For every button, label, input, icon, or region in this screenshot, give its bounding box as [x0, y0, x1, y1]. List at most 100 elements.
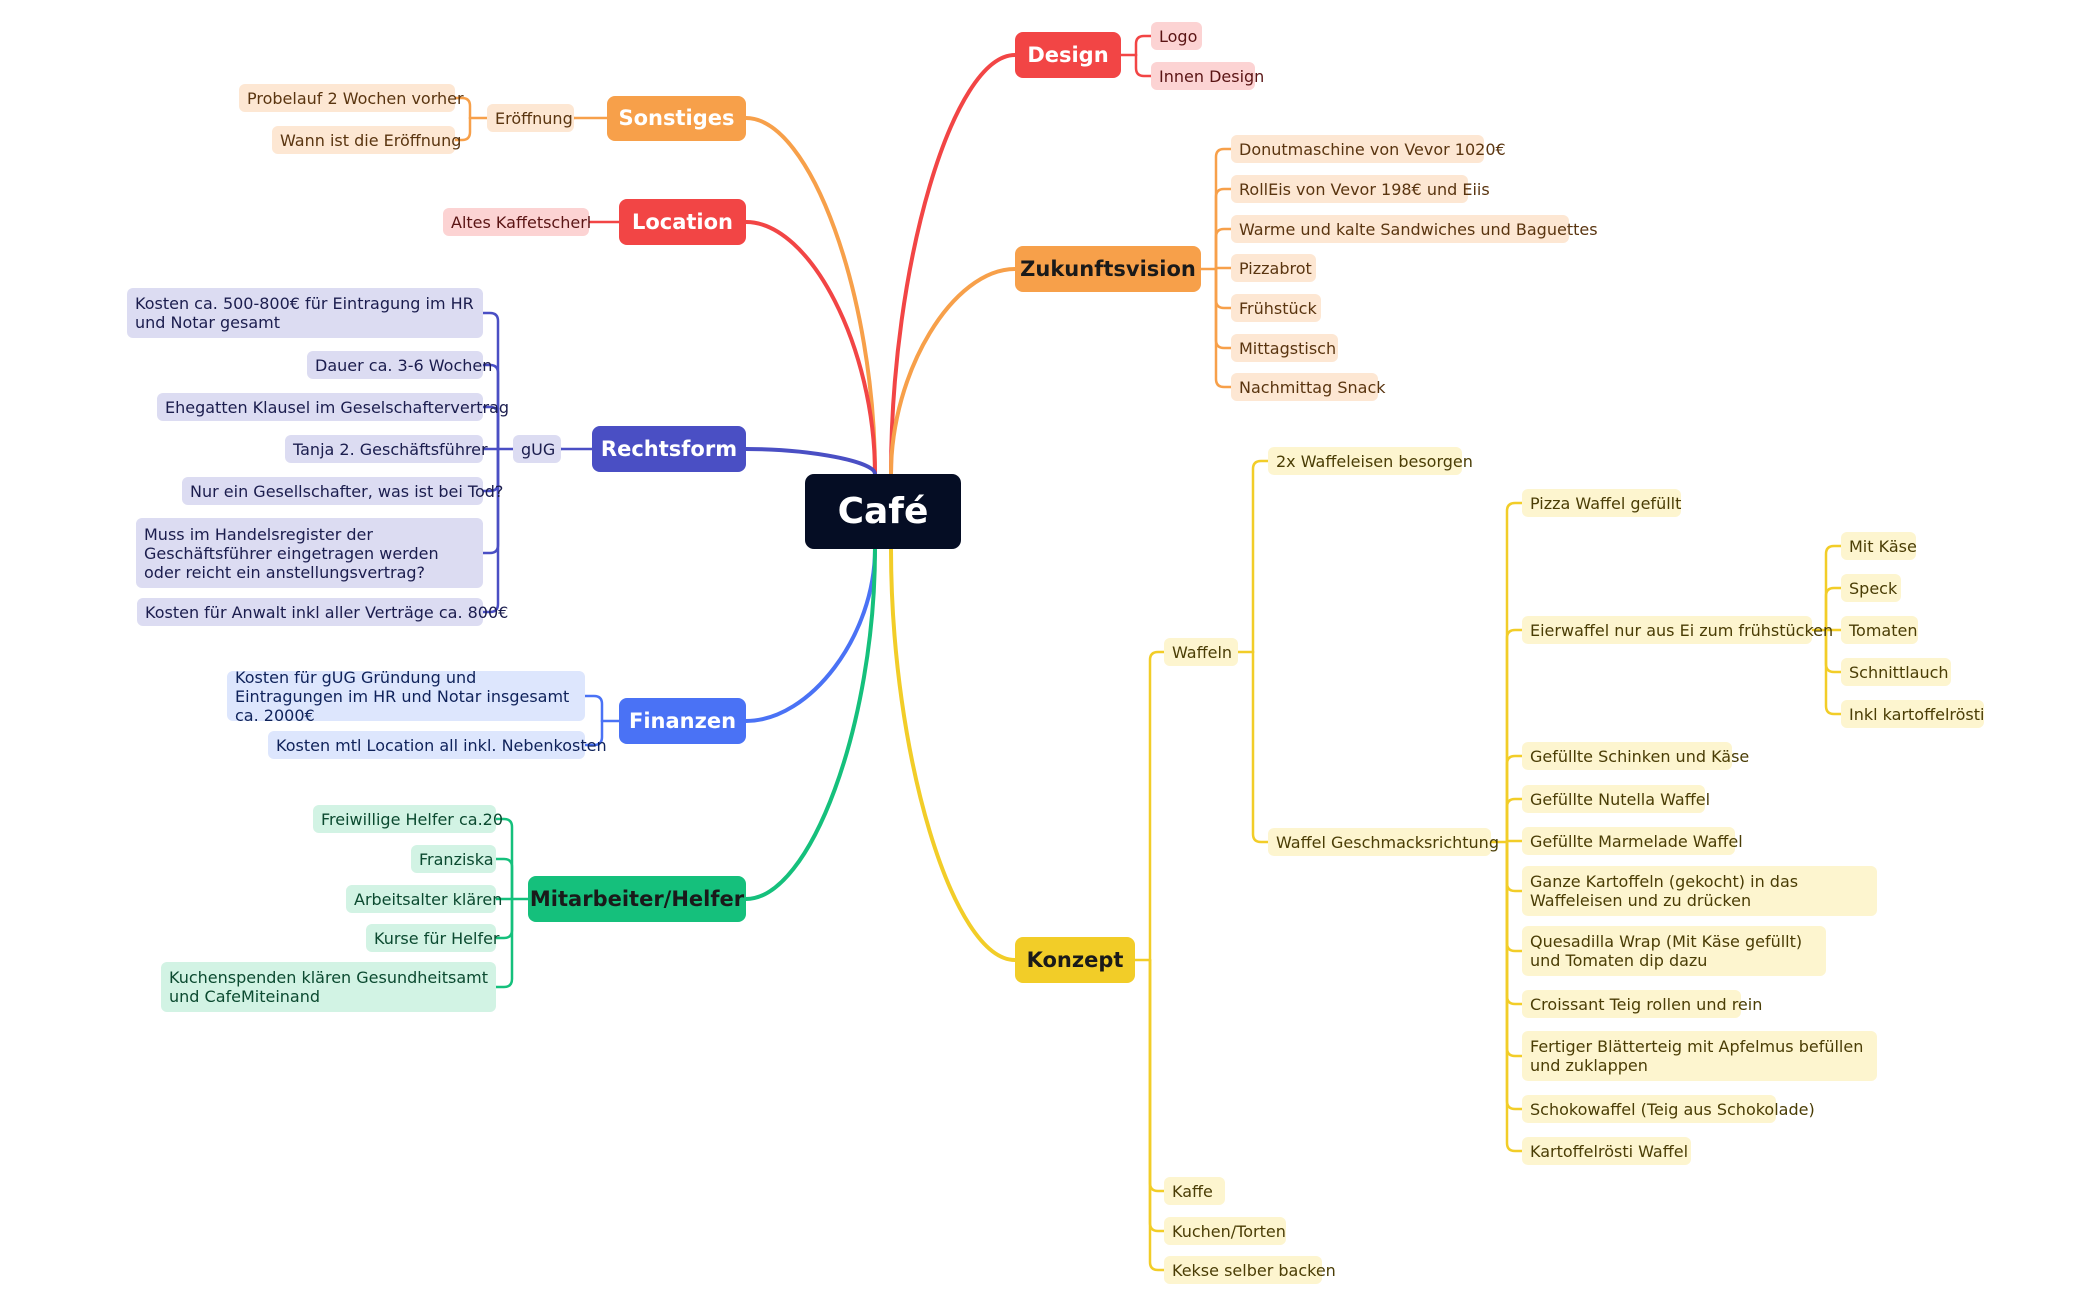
conn-gug-6: [481, 447, 500, 614]
leaf-fruehstueck[interactable]: Frühstück: [1231, 294, 1321, 322]
leaf-mittagstisch[interactable]: Mittagstisch: [1231, 334, 1338, 362]
connector-location: [744, 220, 877, 476]
conn-gug-5: [481, 447, 500, 555]
leaf-schnittlauch[interactable]: Schnittlauch: [1841, 658, 1951, 686]
leaf-waffeleisen[interactable]: 2x Waffeleisen besorgen: [1268, 447, 1473, 475]
leaf-rolleis[interactable]: RollEis von Vevor 198€ und Eiis: [1231, 175, 1490, 203]
conn-fin-1: [583, 719, 604, 747]
conn-ma-4: [494, 897, 514, 989]
conn-geschmack-7: [1505, 840, 1524, 1006]
leaf-tomaten[interactable]: Tomaten: [1841, 616, 1918, 644]
connector-mitarbeiter: [744, 547, 877, 901]
leaf-quesadilla[interactable]: Quesadilla Wrap (Mit Käse gefüllt) und T…: [1522, 926, 1826, 976]
conn-geschmack-5: [1505, 840, 1524, 893]
conn-geschmack-0: [1505, 501, 1524, 844]
connector-sonstiges: [744, 116, 877, 476]
branch-rechtsform[interactable]: Rechtsform: [592, 426, 746, 472]
conn-design-0: [1134, 34, 1153, 57]
conn-geschmack-10: [1505, 840, 1524, 1153]
leaf-mit-kaese[interactable]: Mit Käse: [1841, 532, 1917, 560]
leaf-innen-design[interactable]: Innen Design: [1151, 62, 1264, 90]
leaf-ganze-kartoffeln[interactable]: Ganze Kartoffeln (gekocht) in das Waffel…: [1522, 866, 1877, 916]
branch-konzept[interactable]: Konzept: [1015, 937, 1135, 983]
central-topic-cafe[interactable]: Café: [805, 474, 961, 549]
leaf-altes-kaffetscherl[interactable]: Altes Kaffetscherl: [443, 208, 591, 236]
connector-finanzen: [744, 547, 877, 723]
conn-konzept-3: [1148, 958, 1166, 1272]
leaf-kaffe[interactable]: Kaffe: [1164, 1177, 1225, 1205]
conn-waffeln-1: [1251, 650, 1270, 844]
conn-gug-2: [481, 405, 500, 451]
leaf-speck[interactable]: Speck: [1841, 574, 1901, 602]
leaf-schinken-kaese[interactable]: Gefüllte Schinken und Käse: [1522, 742, 1749, 770]
conn-zuk-1: [1214, 187, 1233, 271]
leaf-kurse-helfer[interactable]: Kurse für Helfer: [366, 924, 500, 952]
leaf-kuchen-torten[interactable]: Kuchen/Torten: [1164, 1217, 1286, 1245]
sub-eierwaffel[interactable]: Eierwaffel nur aus Ei zum frühstücken: [1522, 616, 1833, 644]
conn-konzept-1: [1148, 958, 1166, 1193]
leaf-dauer[interactable]: Dauer ca. 3-6 Wochen: [307, 351, 492, 379]
leaf-inkl-kartoffelroesti[interactable]: Inkl kartoffelrösti: [1841, 700, 1984, 728]
leaf-sandwiches[interactable]: Warme und kalte Sandwiches und Baguettes: [1231, 215, 1598, 243]
conn-ma-1: [494, 857, 514, 901]
leaf-donutmaschine[interactable]: Donutmaschine von Vevor 1020€: [1231, 135, 1506, 163]
branch-mitarbeiter-helfer[interactable]: Mitarbeiter/Helfer: [528, 876, 746, 922]
conn-zuk-4: [1214, 267, 1233, 310]
conn-geschmack-3: [1505, 797, 1524, 844]
conn-design-1: [1134, 53, 1153, 78]
leaf-pizza-waffel[interactable]: Pizza Waffel gefüllt: [1522, 489, 1681, 517]
branch-zukunftsvision[interactable]: Zukunftsvision: [1015, 246, 1201, 292]
leaf-rechtsform-kosten-hr[interactable]: Kosten ca. 500-800€ für Eintragung im HR…: [127, 288, 483, 338]
leaf-arbeitsalter[interactable]: Arbeitsalter klären: [346, 885, 502, 913]
branch-sonstiges[interactable]: Sonstiges: [607, 96, 746, 141]
conn-geschmack-1: [1505, 628, 1524, 844]
leaf-freiwillige-helfer[interactable]: Freiwillige Helfer ca.20: [313, 805, 503, 833]
connector-konzept: [889, 547, 1017, 962]
leaf-blaetterteig[interactable]: Fertiger Blätterteig mit Apfelmus befüll…: [1522, 1031, 1877, 1081]
connector-design: [889, 53, 1017, 476]
conn-zuk-6: [1214, 267, 1233, 389]
sub-geschmacksrichtung[interactable]: Waffel Geschmacksrichtung: [1268, 828, 1499, 856]
leaf-pizzabrot[interactable]: Pizzabrot: [1231, 254, 1316, 282]
conn-konzept-0: [1148, 650, 1166, 962]
leaf-ehegatten-klausel[interactable]: Ehegatten Klausel im Geselschaftervertra…: [157, 393, 509, 421]
conn-geschmack-6: [1505, 840, 1524, 953]
leaf-kosten-gug[interactable]: Kosten für gUG Gründung und Eintragungen…: [227, 668, 585, 725]
leaf-croissant[interactable]: Croissant Teig rollen und rein: [1522, 990, 1762, 1018]
leaf-franziska[interactable]: Franziska: [411, 845, 496, 873]
leaf-schokowaffel[interactable]: Schokowaffel (Teig aus Schokolade): [1522, 1095, 1815, 1123]
conn-eroeff-0: [453, 96, 472, 120]
leaf-kartoffelroesti-waffel[interactable]: Kartoffelrösti Waffel: [1522, 1137, 1691, 1165]
leaf-nutella-waffel[interactable]: Gefüllte Nutella Waffel: [1522, 785, 1710, 813]
leaf-kuchenspenden[interactable]: Kuchenspenden klären Gesundheitsamt und …: [161, 962, 496, 1012]
branch-design[interactable]: Design: [1015, 32, 1121, 78]
leaf-tanja[interactable]: Tanja 2. Geschäftsführer: [285, 435, 488, 463]
branch-finanzen[interactable]: Finanzen: [619, 698, 746, 744]
leaf-marmelade-waffel[interactable]: Gefüllte Marmelade Waffel: [1522, 827, 1743, 855]
conn-geschmack-9: [1505, 840, 1524, 1111]
conn-waffeln-0: [1251, 459, 1270, 654]
conn-gug-1: [481, 363, 500, 451]
connector-zukunft: [889, 267, 1017, 476]
conn-fin-0: [583, 694, 604, 723]
conn-geschmack-2: [1505, 754, 1524, 844]
leaf-nur-ein-gesellschafter[interactable]: Nur ein Gesellschafter, was ist bei Tod?: [182, 477, 503, 505]
leaf-handelsregister[interactable]: Muss im Handelsregister der Geschäftsfüh…: [136, 518, 483, 588]
conn-eier-1: [1824, 586, 1843, 632]
conn-eier-4: [1824, 628, 1843, 716]
leaf-kosten-location[interactable]: Kosten mtl Location all inkl. Nebenkoste…: [268, 731, 607, 759]
sub-waffeln[interactable]: Waffeln: [1164, 638, 1238, 666]
leaf-logo[interactable]: Logo: [1151, 22, 1202, 50]
sub-gug[interactable]: gUG: [513, 435, 561, 463]
conn-eier-0: [1824, 544, 1843, 632]
conn-eroeff-1: [453, 116, 472, 142]
leaf-nachmittag-snack[interactable]: Nachmittag Snack: [1231, 373, 1386, 401]
conn-zuk-3: [1214, 266, 1233, 271]
branch-location[interactable]: Location: [619, 199, 746, 245]
leaf-wann-eroeffnung[interactable]: Wann ist die Eröffnung: [272, 126, 461, 154]
sub-eroeffnung[interactable]: Eröffnung: [487, 104, 574, 132]
leaf-kosten-anwalt[interactable]: Kosten für Anwalt inkl aller Verträge ca…: [137, 598, 508, 626]
leaf-probelauf[interactable]: Probelauf 2 Wochen vorher: [239, 84, 464, 112]
leaf-kekse[interactable]: Kekse selber backen: [1164, 1256, 1336, 1284]
